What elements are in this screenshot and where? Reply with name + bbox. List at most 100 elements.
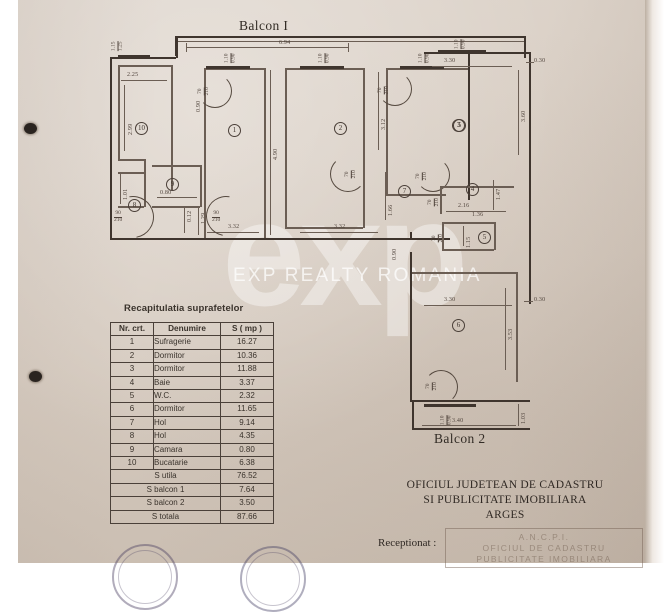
cell-nr: 8: [110, 429, 154, 444]
ancpi-stamp-line-1: A.N.C.P.I.: [518, 532, 570, 542]
punch-hole-bottom: [29, 371, 42, 382]
dimension-330-b: 3.30: [444, 297, 456, 303]
dimension-332-b: 3.32: [334, 224, 346, 230]
cell-name: Camara: [153, 442, 221, 458]
room-number-9: 9: [166, 178, 179, 191]
cell-name: Baie: [153, 375, 221, 391]
dimension-490: 4.90: [273, 148, 279, 160]
office-header-block: OFICIUL JUDETEAN DE CADASTRU SI PUBLICIT…: [360, 478, 650, 523]
recap-title: Recapitulatia suprafetelor: [124, 303, 244, 314]
door-arc-6: [424, 370, 458, 404]
office-line-1: OFICIUL JUDETEAN DE CADASTRU: [406, 479, 604, 491]
cell-nr: 4: [110, 375, 154, 391]
cell-total-area: 3.50: [220, 496, 274, 511]
room-number-1: 1: [228, 124, 241, 137]
dimension-694: 6.94: [279, 40, 291, 46]
office-line-2: SI PUBLICITATE IMOBILIARA: [423, 494, 587, 506]
balcony-bottom-label: Balcon 2: [434, 431, 486, 446]
cell-total-area: 87.66: [220, 509, 274, 525]
dimension-012: 0.12: [187, 210, 193, 222]
dimension-340: 3.40: [452, 418, 464, 424]
dimension-225: 2.25: [127, 72, 139, 78]
round-stamp-left: [112, 544, 178, 610]
receptionat-label: Receptionat :: [378, 537, 437, 549]
dimension-090-b: 0.90: [392, 248, 398, 260]
cell-area: 4.35: [220, 429, 274, 444]
dimension-103: 1.03: [521, 412, 527, 424]
cell-area: 2.32: [220, 389, 274, 404]
dimension-353: 3.53: [508, 328, 514, 340]
cell-nr: 6: [110, 402, 154, 417]
cell-name: Dormitor: [153, 362, 221, 377]
cell-area: 0.80: [220, 442, 274, 458]
cell-total-label: S balcon 2: [110, 496, 221, 511]
cell-area: 9.14: [220, 415, 274, 431]
cell-name: Bucatarie: [153, 456, 221, 471]
header-denumire: Denumire: [153, 321, 221, 337]
cell-nr: 2: [110, 348, 154, 364]
round-stamp-left-inner: [118, 550, 172, 604]
cell-nr: 5: [110, 389, 154, 404]
cell-name: Hol: [153, 429, 221, 444]
room-number-6: 6: [452, 319, 465, 332]
table-header-row: Nr. crt. Denumire S ( mp ): [110, 321, 274, 337]
dimension-166: 1.66: [388, 204, 394, 216]
dimension-330-a: 3.30: [444, 58, 456, 64]
exp-text-watermark: EXP REALTY ROMANIA: [233, 265, 482, 286]
dimension-030-b: 0.30: [534, 297, 546, 303]
dimension-136: 1.36: [472, 212, 484, 218]
dimension-216: 2.16: [458, 203, 470, 209]
ancpi-stamp: A.N.C.P.I. OFICIUL DE CADASTRU PUBLICITA…: [445, 528, 643, 568]
cell-nr: 7: [110, 415, 154, 431]
cell-total-area: 7.64: [220, 482, 274, 498]
dimension-080: 0.80: [160, 190, 172, 196]
paper-right-edge: [645, 0, 664, 563]
cell-total-label: S balcon 1: [110, 482, 221, 498]
cell-area: 6.38: [220, 456, 274, 471]
room-number-5b: 5: [478, 231, 491, 244]
floor-plan-scan: exp EXP REALTY ROMANIA Balcon I 6.94 2.2…: [18, 0, 664, 612]
cell-name: Dormitor: [153, 348, 221, 364]
cell-name: Sufragerie: [153, 335, 221, 350]
cell-area: 11.88: [220, 362, 274, 377]
cell-total-label: S totala: [110, 509, 221, 525]
dimension-332-a: 3.32: [228, 224, 240, 230]
ancpi-stamp-line-3: PUBLICITATE IMOBILIARA: [476, 554, 612, 564]
room-number-8: 8: [128, 199, 141, 212]
cell-nr: 10: [110, 456, 154, 471]
room-number-7: 7: [398, 185, 411, 198]
cell-name: Dormitor: [153, 402, 221, 417]
dimension-360: 3.60: [521, 110, 527, 122]
cell-nr: 1: [110, 335, 154, 350]
ancpi-stamp-line-2: OFICIUL DE CADASTRU: [482, 543, 606, 553]
punch-hole-top: [24, 123, 37, 134]
cell-nr: 3: [110, 362, 154, 377]
dimension-090: 0.90: [196, 100, 202, 112]
round-stamp-right: [240, 546, 306, 612]
dimension-115: 1.15: [466, 236, 472, 248]
dimension-299: 2.99: [128, 123, 134, 135]
cell-name: Hol: [153, 415, 221, 431]
dimension-147: 1.47: [496, 188, 502, 200]
cell-area: 3.37: [220, 375, 274, 391]
